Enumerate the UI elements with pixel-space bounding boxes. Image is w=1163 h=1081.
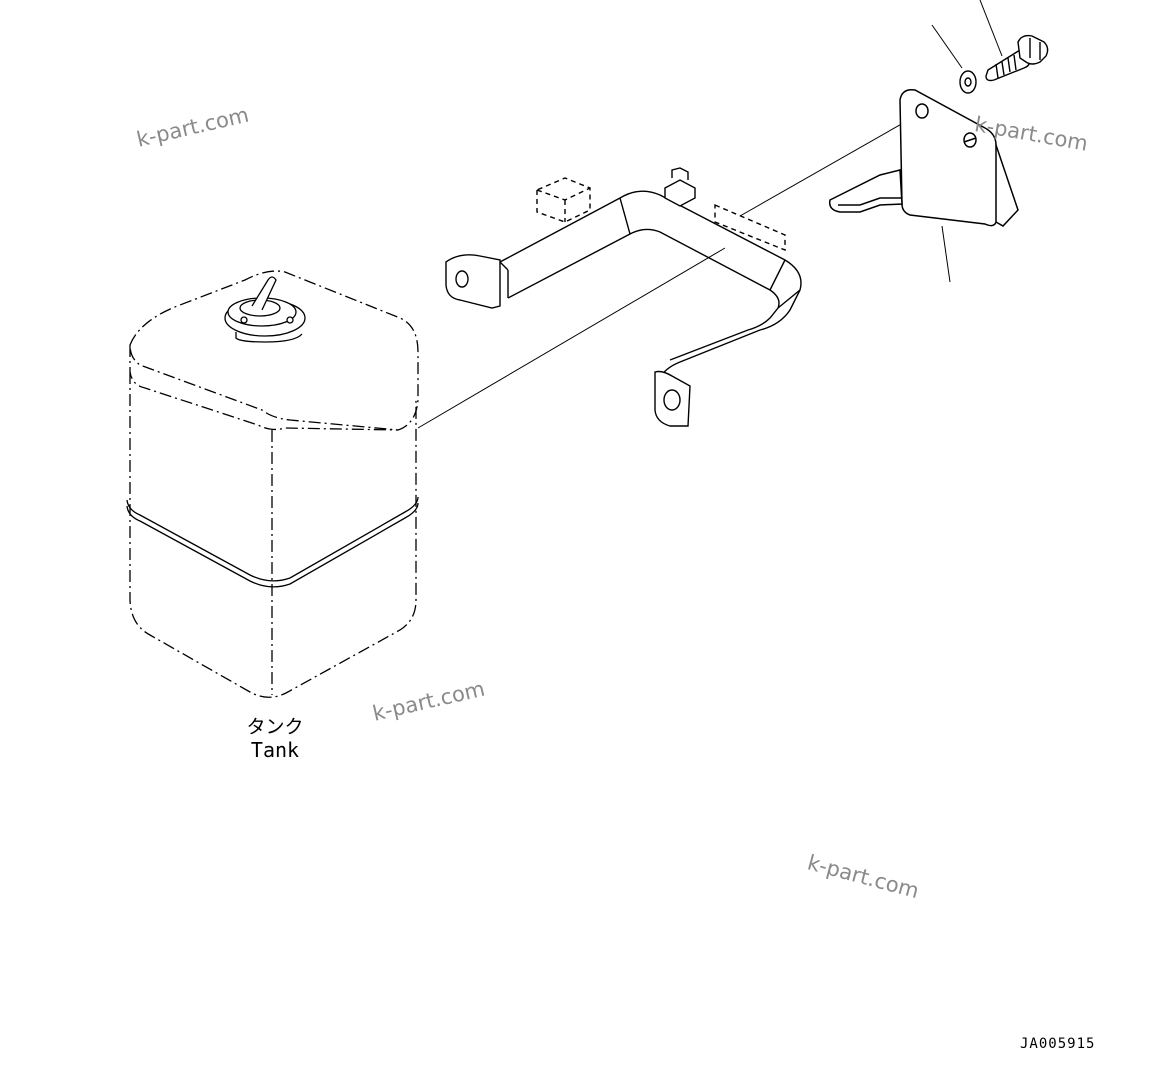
bolt-leader-line	[979, 0, 1003, 57]
drawing-code: JA005915	[1020, 1036, 1096, 1052]
bolt	[985, 34, 1049, 82]
tank-band-bracket	[445, 167, 802, 427]
tank-leader-line	[417, 247, 726, 429]
mounting-bracket	[828, 88, 1019, 227]
bracket-leader-line	[941, 225, 951, 283]
tank-label-english: Tank	[250, 738, 300, 762]
tank-label-japanese: タンク	[246, 716, 304, 738]
band-leader-line	[739, 117, 913, 217]
washer-leader-line	[931, 24, 963, 69]
washer	[959, 70, 977, 94]
tank	[126, 270, 419, 698]
